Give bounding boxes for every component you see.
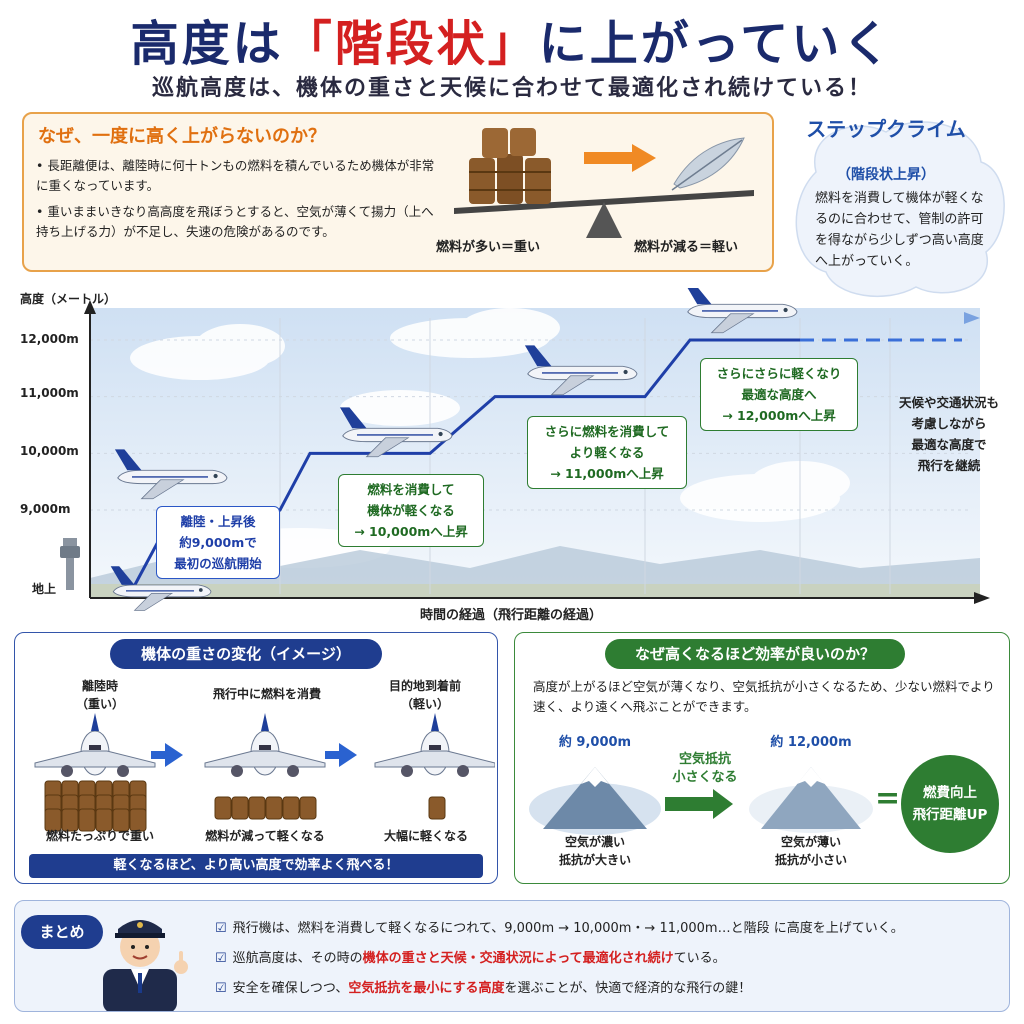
summary-line-2: ☑巡航高度は、その時の機体の重さと天候・交通状況によって最適化され続けている。 — [215, 951, 726, 966]
airplane-icon — [524, 345, 638, 396]
arrow-right-icon — [325, 743, 357, 767]
note-climb-12000: さらにさらに軽くなり 最適な高度へ → 12,000mへ上昇 — [700, 358, 858, 431]
y-tick-12000: 12,000m — [20, 332, 79, 346]
airplane-icon — [684, 283, 798, 334]
step-climb-title: ステップクライム — [806, 117, 966, 141]
pilot-illustration — [103, 920, 188, 1011]
checkbox-icon: ☑ — [215, 981, 227, 996]
stage-inflight-label: 飛行中に燃料を消費 — [212, 687, 321, 701]
altitude-chart-svg — [60, 283, 990, 611]
summary-line-3: ☑安全を確保しつつ、空気抵抗を最小にする高度を選ぶことが、快適で経済的な飛行の鍵… — [215, 981, 752, 996]
feather-icon — [671, 137, 745, 191]
fuel-barrel-icon — [44, 808, 62, 832]
summary-panel: まとめ ☑飛行機は、燃料を消費して軽くなるにつれて、9,000m → 10,00… — [14, 900, 1010, 1012]
airplane-front-icon — [374, 713, 495, 777]
why-item-lift: • 重いままいきなり高高度を飛ぼうとすると、空気が薄くて揚力（上へ持ち上げる力）… — [36, 204, 434, 239]
result-range-up: 飛行距離UP — [912, 807, 988, 823]
step-climb-cloud — [795, 121, 1005, 298]
stage-inflight-caption: 燃料が減って軽くなる — [205, 829, 325, 843]
note-initial-cruise: 離陸・上昇後 約9,000mで 最初の巡航開始 — [156, 506, 280, 579]
fuel-barrel-icon — [112, 808, 130, 832]
checkbox-icon: ☑ — [215, 951, 227, 966]
fuel-barrel-icon — [428, 796, 446, 820]
fuel-barrel-icon — [248, 796, 266, 820]
why-title: なぜ、一度に高く上がらないのか？ — [38, 126, 326, 147]
arrow-right-icon — [584, 144, 656, 172]
x-axis-title: 時間の経過（飛行距離の経過） — [420, 608, 603, 623]
caption-light: 燃料が減る＝軽い — [634, 240, 739, 255]
balance-scale-illustration — [454, 128, 754, 238]
arrow-right-icon — [151, 743, 183, 767]
fuel-barrel-icon — [469, 128, 551, 204]
fuel-barrel-icon — [129, 808, 147, 832]
y-tick-ground: 地上 — [32, 582, 57, 596]
summary-line-1: ☑飛行機は、燃料を消費して軽くなるにつれて、9,000m → 10,000m・→… — [215, 921, 904, 936]
efficiency-description: 高度が上がるほど空気が薄くなり、空気抵抗が小さくなるため、少ない燃料でより速く、… — [533, 679, 995, 714]
stage-takeoff-label: 離陸時 （重い） — [75, 679, 124, 711]
step-climb-description: 燃料を消費して機体が軽くなるのに合わせて、管制の許可を得ながら少しずつ高い高度へ… — [815, 191, 984, 269]
result-fuel-economy: 燃費向上 — [923, 785, 977, 801]
altitude-chart: 高度（メートル） 12,000m 11,000m 10,000m 9,000m … — [0, 283, 1024, 623]
efficiency-panel: なぜ高くなるほど効率が良いのか？ 高度が上がるほど空気が薄くなり、空気抵抗が小さ… — [514, 632, 1010, 884]
caption-heavy: 燃料が多い＝重い — [436, 240, 541, 255]
efficiency-result-badge: 燃費向上 飛行距離UP — [901, 755, 999, 853]
airplane-front-icon — [204, 713, 326, 777]
weight-title: 機体の重さの変化（イメージ） — [110, 639, 382, 669]
airplane-ground-icon — [110, 566, 212, 611]
fuel-barrel-icon — [214, 796, 232, 820]
page-subtitle: 巡航高度は、機体の重さと天候に合わせて最適化され続けている！ — [151, 76, 872, 101]
fuel-barrel-icon — [61, 808, 79, 832]
low-altitude-caption: 空気が濃い 抵抗が大きい — [558, 835, 631, 867]
high-altitude-caption: 空気が薄い 抵抗が小さい — [774, 835, 847, 867]
y-axis-title: 高度（メートル） — [20, 292, 117, 306]
low-altitude-label: 約 9,000m — [558, 735, 632, 750]
weight-change-panel: 機体の重さの変化（イメージ） 離陸時 （重い） 飛行中に燃料を消費 目的地到着前… — [14, 632, 498, 884]
step-climb-subtitle: （階段状上昇） — [837, 167, 935, 183]
note-climb-10000: 燃料を消費して 機体が軽くなる → 10,000mへ上昇 — [338, 474, 484, 547]
y-tick-9000: 9,000m — [20, 502, 71, 516]
fuel-barrel-icon — [78, 808, 96, 832]
arrow-right-green-icon — [665, 789, 733, 819]
checkbox-icon: ☑ — [215, 921, 227, 936]
why-item-fuel: • 長距離便は、離陸時に何十トンもの燃料を積んでいるため機体が非常に重くなってい… — [36, 158, 435, 193]
high-altitude-label: 約 12,000m — [770, 735, 852, 750]
fuel-barrel-icon — [282, 796, 300, 820]
page-title: 高度は「階段状」に上がっていく — [130, 16, 894, 72]
why-panel: なぜ、一度に高く上がらないのか？ • 長距離便は、離陸時に何十トンもの燃料を積ん… — [22, 112, 774, 272]
weight-stages-illustration — [34, 713, 495, 832]
fuel-barrel-icon — [95, 808, 113, 832]
y-tick-10000: 10,000m — [20, 444, 79, 458]
efficiency-title: なぜ高くなるほど効率が良いのか？ — [605, 639, 905, 669]
stage-arrival-caption: 大幅に軽くなる — [383, 829, 468, 843]
airplane-icon — [339, 407, 453, 458]
note-continue: 天候や交通状況も 考慮しながら 最適な高度で 飛行を継続 — [898, 395, 999, 473]
y-tick-11000: 11,000m — [20, 386, 79, 400]
mountain-high-icon — [749, 767, 873, 833]
equals-icon: = — [875, 781, 901, 816]
airplane-icon — [114, 449, 228, 500]
mountain-comparison-illustration — [529, 767, 873, 835]
stage-arrival-label: 目的地到着前 （軽い） — [388, 679, 461, 711]
mountain-low-icon — [529, 767, 661, 835]
airplane-front-icon — [34, 713, 156, 777]
fuel-barrel-icon — [299, 796, 317, 820]
fuel-barrel-icon — [231, 796, 249, 820]
control-tower-icon — [60, 538, 80, 590]
note-climb-11000: さらに燃料を消費して より軽くなる → 11,000mへ上昇 — [527, 416, 687, 489]
summary-badge: まとめ — [21, 915, 103, 949]
weight-conclusion-banner: 軽くなるほど、より高い高度で効率よく飛べる！ — [29, 854, 483, 878]
fuel-barrel-icon — [265, 796, 283, 820]
air-resistance-arrow-label: 空気抵抗 小さくなる — [672, 752, 738, 785]
stage-takeoff-caption: 燃料たっぷりで重い — [45, 829, 154, 843]
